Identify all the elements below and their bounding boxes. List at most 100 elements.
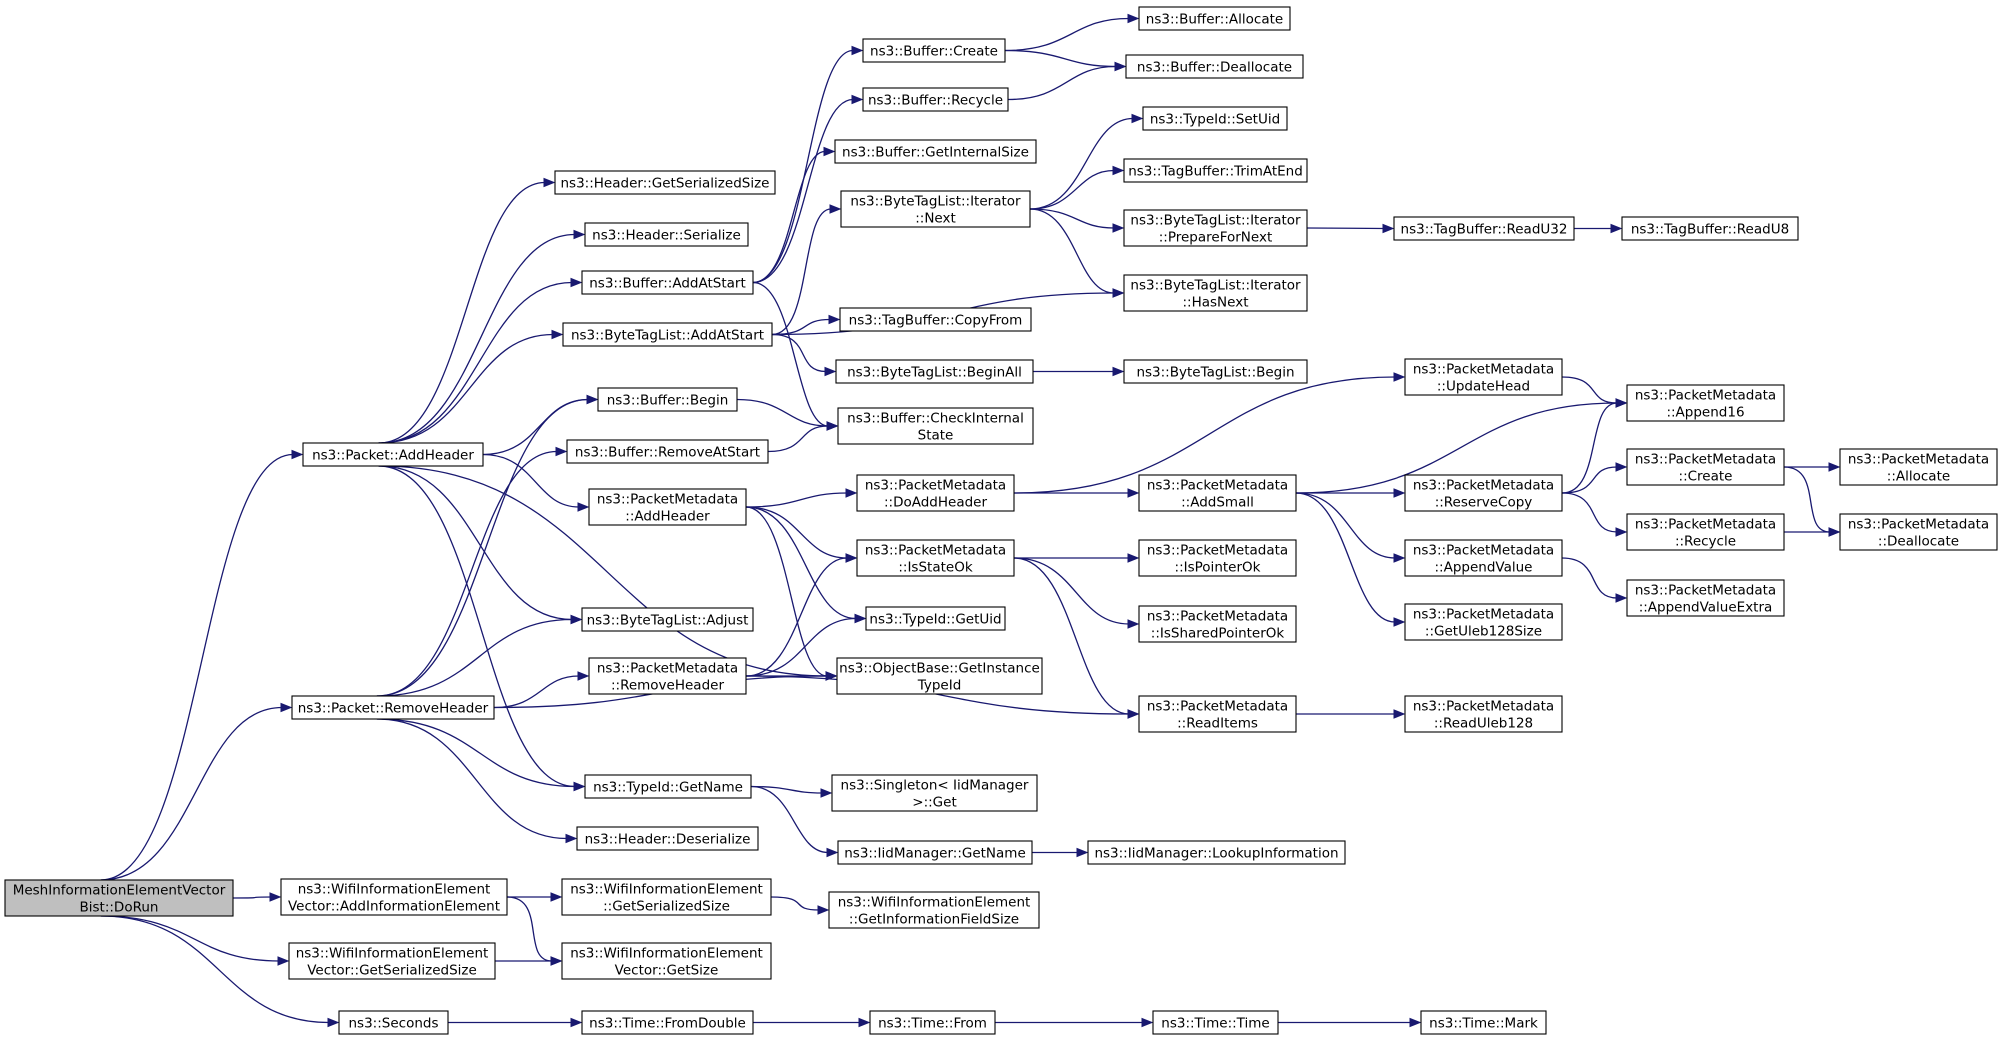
node-box	[1420, 1010, 1547, 1035]
node-pm-ipo[interactable]: ns3::PacketMetadata::IsPointerOk	[1138, 539, 1297, 577]
node-pm-doadd[interactable]: ns3::PacketMetadata::DoAddHeader	[856, 474, 1015, 512]
node-pm-alloc[interactable]: ns3::PacketMetadata::Allocate	[1839, 448, 1998, 486]
node-pm-remh[interactable]: ns3::PacketMetadata::RemoveHeader	[588, 657, 747, 695]
edge-pm-as-to-pm-av	[1295, 492, 1406, 563]
node-time-from[interactable]: ns3::Time::From	[869, 1010, 996, 1035]
node-pm-a16[interactable]: ns3::PacketMetadata::Append16	[1626, 384, 1785, 422]
node-label: ns3::Buffer::Create	[870, 44, 998, 60]
node-tid-suid[interactable]: ns3::TypeId::SetUid	[1142, 106, 1288, 131]
node-buf-begin[interactable]: ns3::Buffer::Begin	[597, 387, 738, 412]
node-wie-gifs[interactable]: ns3::WifiInformationElement::GetInformat…	[828, 891, 1040, 929]
node-wie-ie-gss[interactable]: ns3::WifiInformationElement::GetSerializ…	[561, 878, 772, 916]
node-pm-ri[interactable]: ns3::PacketMetadata::ReadItems	[1138, 695, 1297, 733]
edge-pkt-rem-to-pm-remh	[493, 671, 590, 709]
node-label: ::IsPointerOk	[1175, 560, 1261, 576]
node-pm-iso[interactable]: ns3::PacketMetadata::IsStateOk	[856, 539, 1015, 577]
node-time-fd[interactable]: ns3::Time::FromDouble	[581, 1010, 754, 1035]
node-wie-gss[interactable]: ns3::WifiInformationElementVector::GetSe…	[288, 942, 496, 980]
node-box	[4, 879, 234, 917]
node-box	[1138, 605, 1297, 643]
node-box	[1404, 603, 1563, 641]
node-time-time[interactable]: ns3::Time::Time	[1152, 1010, 1279, 1035]
node-label: ns3::Buffer::Begin	[607, 393, 729, 409]
node-buf-create[interactable]: ns3::Buffer::Create	[862, 38, 1006, 63]
node-buf-recycle[interactable]: ns3::Buffer::Recycle	[862, 87, 1009, 112]
node-btl-hn[interactable]: ns3::ByteTagList::Iterator::HasNext	[1123, 274, 1308, 312]
edge-root-to-pkt-rem	[100, 702, 293, 881]
node-hdr-gss[interactable]: ns3::Header::GetSerializedSize	[554, 170, 776, 195]
node-pm-av[interactable]: ns3::PacketMetadata::AppendValue	[1404, 539, 1563, 577]
node-tb-ru32[interactable]: ns3::TagBuffer::ReadU32	[1393, 216, 1575, 241]
node-pm-gu[interactable]: ns3::PacketMetadata::GetUleb128Size	[1404, 603, 1563, 641]
node-label: ns3::Buffer::Allocate	[1146, 12, 1283, 28]
node-btl-ball[interactable]: ns3::ByteTagList::BeginAll	[835, 359, 1034, 384]
node-label: ns3::Buffer::Deallocate	[1137, 60, 1292, 76]
node-label: ns3::Time::Mark	[1429, 1016, 1538, 1032]
edge-pm-iso-to-pm-ri	[1013, 557, 1140, 719]
node-pkt-rem[interactable]: ns3::Packet::RemoveHeader	[291, 695, 495, 720]
node-tb-tae[interactable]: ns3::TagBuffer::TrimAtEnd	[1123, 158, 1308, 183]
node-label: ns3::PacketMetadata	[1147, 609, 1288, 625]
node-tb-ru8[interactable]: ns3::TagBuffer::ReadU8	[1621, 216, 1799, 241]
node-buf-dealloc[interactable]: ns3::Buffer::Deallocate	[1125, 54, 1304, 79]
node-label: ns3::Header::GetSerializedSize	[561, 176, 770, 192]
node-box	[584, 222, 749, 247]
node-tb-cf[interactable]: ns3::TagBuffer::CopyFrom	[839, 307, 1032, 332]
node-label: ::Deallocate	[1878, 534, 1959, 550]
edge-buf-ras-to-buf-cis	[767, 421, 839, 453]
node-buf-ras[interactable]: ns3::Buffer::RemoveAtStart	[566, 439, 769, 464]
node-label: ns3::PacketMetadata	[1635, 452, 1776, 468]
edge-pkt-add-to-btl-adj	[378, 465, 583, 625]
node-pm-recycle[interactable]: ns3::PacketMetadata::Recycle	[1626, 513, 1785, 551]
node-label: ns3::Header::Serialize	[592, 228, 741, 244]
node-btl-begin[interactable]: ns3::ByteTagList::Begin	[1123, 359, 1308, 384]
node-wie-gsize[interactable]: ns3::WifiInformationElementVector::GetSi…	[561, 942, 772, 980]
edge-pm-addh-to-pm-doadd	[745, 488, 858, 508]
node-pm-ispo[interactable]: ns3::PacketMetadata::IsSharedPointerOk	[1138, 605, 1297, 643]
node-label: ns3::ByteTagList::Iterator	[1130, 278, 1301, 294]
node-pm-dealloc[interactable]: ns3::PacketMetadata::Deallocate	[1839, 513, 1998, 551]
node-box	[840, 190, 1031, 228]
node-label: ::UpdateHead	[1437, 379, 1530, 395]
node-buf-gis[interactable]: ns3::Buffer::GetInternalSize	[834, 139, 1037, 164]
node-btl-aas[interactable]: ns3::ByteTagList::AddAtStart	[562, 322, 773, 347]
node-pm-rc[interactable]: ns3::PacketMetadata::ReserveCopy	[1404, 474, 1563, 512]
node-pm-create[interactable]: ns3::PacketMetadata::Create	[1626, 448, 1785, 486]
node-tid-gn[interactable]: ns3::TypeId::GetName	[584, 774, 752, 799]
node-box	[1123, 274, 1308, 312]
node-label: ns3::ObjectBase::GetInstance	[839, 661, 1040, 677]
node-wie-add[interactable]: ns3::WifiInformationElementVector::AddIn…	[280, 878, 508, 916]
node-buf-aas[interactable]: ns3::Buffer::AddAtStart	[581, 270, 754, 295]
edge-pm-addh-to-ob-git	[745, 506, 838, 681]
node-label: ns3::TypeId::GetUid	[869, 612, 1001, 628]
node-pm-ave[interactable]: ns3::PacketMetadata::AppendValueExtra	[1626, 579, 1785, 617]
node-box	[834, 139, 1037, 164]
node-btl-adj[interactable]: ns3::ByteTagList::Adjust	[581, 607, 754, 632]
node-sing-get[interactable]: ns3::Singleton< IidManager>::Get	[831, 774, 1038, 812]
node-btl-pfn[interactable]: ns3::ByteTagList::Iterator::PrepareForNe…	[1123, 209, 1308, 247]
node-time-mark[interactable]: ns3::Time::Mark	[1420, 1010, 1547, 1035]
node-box	[836, 657, 1043, 695]
node-pm-as[interactable]: ns3::PacketMetadata::AddSmall	[1138, 474, 1297, 512]
node-seconds[interactable]: ns3::Seconds	[338, 1010, 449, 1035]
node-label: ns3::WifiInformationElement	[296, 946, 489, 962]
node-iid-gn[interactable]: ns3::IidManager::GetName	[837, 840, 1033, 865]
node-label: ns3::TypeId::GetName	[593, 780, 743, 796]
node-pm-ru[interactable]: ns3::PacketMetadata::ReadUleb128	[1404, 695, 1563, 733]
node-iid-li[interactable]: ns3::IidManager::LookupInformation	[1087, 840, 1346, 865]
node-box	[561, 878, 772, 916]
node-hdr-des[interactable]: ns3::Header::Deserialize	[576, 826, 759, 851]
node-label: ns3::ByteTagList::AddAtStart	[571, 328, 764, 344]
node-pkt-add[interactable]: ns3::Packet::AddHeader	[302, 442, 484, 467]
node-tid-guid[interactable]: ns3::TypeId::GetUid	[865, 606, 1006, 631]
node-hdr-ser[interactable]: ns3::Header::Serialize	[584, 222, 749, 247]
node-pm-uh[interactable]: ns3::PacketMetadata::UpdateHead	[1404, 358, 1563, 396]
node-buf-alloc[interactable]: ns3::Buffer::Allocate	[1138, 6, 1291, 31]
node-label: TypeId	[917, 678, 962, 694]
node-btl-next[interactable]: ns3::ByteTagList::Iterator::Next	[840, 190, 1031, 228]
node-pm-addh[interactable]: ns3::PacketMetadata::AddHeader	[588, 488, 747, 526]
